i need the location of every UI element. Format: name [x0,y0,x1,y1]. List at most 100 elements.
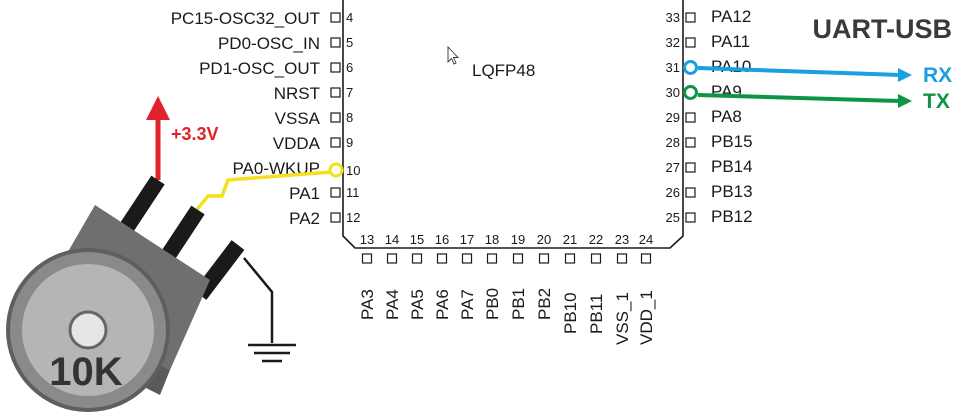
right-pin-pad [685,187,696,198]
bottom-pin-pad [590,253,602,264]
left-pin-number: 11 [346,185,360,200]
right-pin-name: PA10 [711,57,751,76]
ground-symbol-icon [248,343,296,363]
left-pin-pad [330,112,341,123]
bottom-pin-name: PA7 [458,289,477,320]
rx-label: RX [923,64,952,87]
bottom-pin-pad [486,253,498,264]
right-pin-pad [685,162,696,173]
bottom-pin-number: 24 [639,232,653,247]
bottom-pin-name: VSS_1 [613,292,632,345]
bottom-pin-number: 15 [410,232,424,247]
right-pin-pad [685,12,696,23]
chip-outline [342,0,684,249]
left-pin-number: 9 [346,135,353,150]
bottom-pin-number: 18 [485,232,499,247]
bottom-pin-pad [564,253,576,264]
bottom-pin-pad [538,253,550,264]
bottom-pin-number: 14 [385,232,399,247]
rx-arrow-icon [898,68,912,82]
pa0-pin-connector [328,162,344,178]
right-pin-group: 33 PA12 32 PA11 31 PA10 30 PA9 29 PA8 28… [666,7,753,226]
bottom-pin-pad [461,253,473,264]
left-pin-number: 4 [346,10,353,25]
bottom-pin-pad [512,253,524,264]
bottom-pin-name: PA4 [383,289,402,320]
bottom-pin-name: PB0 [483,288,502,320]
bottom-pin-name: PB10 [561,292,580,334]
bottom-pin-number: 21 [563,232,577,247]
left-pin-number: 7 [346,85,353,100]
right-pin-name: PB15 [711,132,753,151]
power-voltage-label: +3.3V [171,124,219,144]
right-pin-name: PA11 [711,32,750,51]
left-pin-number: 5 [346,35,353,50]
right-pin-number: 30 [666,85,680,100]
right-pin-pad [685,212,696,223]
left-pin-name: NRST [274,84,320,103]
left-pin-pad [330,62,341,73]
left-pin-number: 8 [346,110,353,125]
right-pin-name: PB13 [711,182,753,201]
bottom-pin-pad [436,253,448,264]
bottom-pin-name: PB11 [587,294,606,334]
left-pin-pad [330,187,341,198]
bottom-pin-name: PB2 [535,288,554,320]
bottom-pin-number: 20 [537,232,551,247]
rx-pin-connector [683,60,698,75]
bottom-pin-pad [411,253,423,264]
left-pin-name: VDDA [273,134,321,153]
bottom-pin-name: VDD_1 [637,290,656,345]
left-pin-name: PD1-OSC_OUT [199,59,320,78]
left-pin-number: 6 [346,60,353,75]
bottom-pin-pad [361,253,373,264]
rx-signal-wire [697,66,901,77]
ground-wire [243,257,274,343]
right-pin-name: PA12 [711,7,751,26]
left-pin-number: 12 [346,210,360,225]
right-pin-pad [685,37,696,48]
right-pin-name: PA8 [711,107,742,126]
bottom-pin-number: 19 [511,232,525,247]
bottom-pin-name: PA6 [433,289,452,320]
uart-title: UART-USB [813,14,953,44]
right-pin-number: 27 [666,160,680,175]
tx-label: TX [923,90,950,113]
bottom-pin-number: 22 [589,232,603,247]
right-pin-number: 31 [666,60,680,75]
bottom-pin-number: 13 [360,232,374,247]
right-pin-number: 28 [666,135,680,150]
tx-pin-connector [683,85,698,100]
potentiometer [6,175,245,412]
left-pin-name: PA2 [289,209,320,228]
bottom-pin-pad [640,253,652,264]
right-pin-number: 26 [666,185,680,200]
right-pin-pad [685,137,696,148]
right-pin-number: 25 [666,210,680,225]
left-pin-pad [330,12,341,23]
bottom-pin-name: PA5 [408,289,427,320]
tx-signal-wire [697,93,901,103]
right-pin-number: 32 [666,35,680,50]
tx-arrow-icon [898,94,912,108]
left-pin-name: VSSA [275,109,321,128]
left-pin-name: PD0-OSC_IN [218,34,320,53]
right-pin-name: PB12 [711,207,753,226]
bottom-pin-name: PB1 [509,288,528,320]
potentiometer-value-label: 10K [49,350,122,394]
bottom-pin-pad [386,253,398,264]
bottom-pin-number: 23 [615,232,629,247]
left-pin-name: PA1 [289,184,320,203]
bottom-pin-group: 13 PA3 14 PA4 15 PA5 16 PA6 17 PA7 18 PB… [358,232,656,345]
right-pin-number: 33 [666,10,680,25]
wiper-signal-wire [188,170,332,220]
left-pin-name: PC15-OSC32_OUT [171,9,320,28]
bottom-pin-name: PA3 [358,289,377,320]
mouse-cursor-icon [447,45,460,65]
left-pin-group: PC15-OSC32_OUT 4 PD0-OSC_IN 5 PD1-OSC_OU… [171,9,361,228]
right-pin-pad [685,112,696,123]
left-pin-pad [330,37,341,48]
right-pin-number: 29 [666,110,680,125]
